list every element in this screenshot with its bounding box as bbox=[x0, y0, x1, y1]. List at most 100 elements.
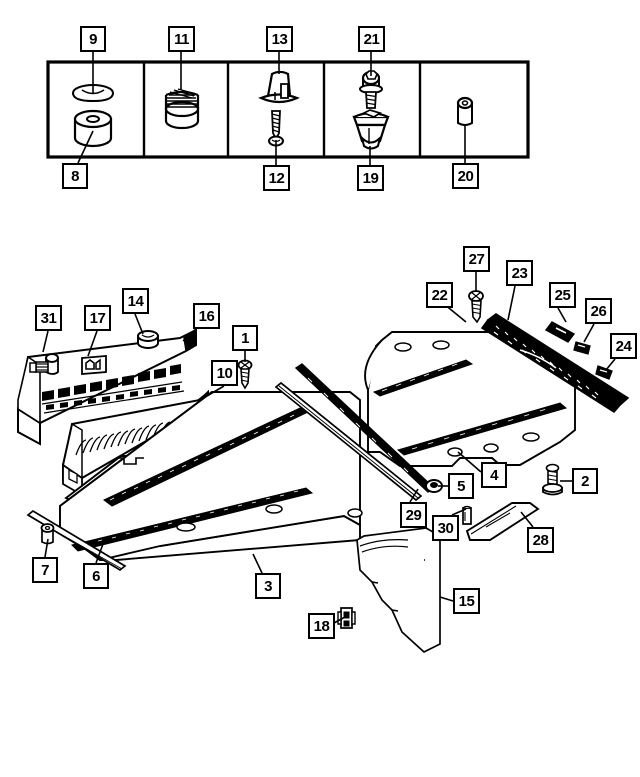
part-right-sill-molding-23 bbox=[480, 313, 630, 414]
callout-23[interactable]: 23 bbox=[506, 260, 533, 286]
callout-label: 4 bbox=[490, 466, 498, 484]
callout-label: 16 bbox=[198, 307, 215, 325]
callout-leader-25 bbox=[557, 307, 567, 323]
part-sleeve-7 bbox=[40, 523, 55, 545]
part-retainer-26 bbox=[573, 341, 591, 355]
callout-20[interactable]: 20 bbox=[452, 163, 479, 189]
callout-label: 14 bbox=[127, 292, 144, 310]
callout-21[interactable]: 21 bbox=[358, 26, 385, 52]
callout-6[interactable]: 6 bbox=[83, 563, 109, 589]
callout-label: 2 bbox=[581, 472, 589, 490]
callout-30[interactable]: 30 bbox=[432, 515, 459, 541]
callout-leader-18 bbox=[333, 616, 346, 624]
callout-4[interactable]: 4 bbox=[481, 462, 507, 488]
callout-label: 24 bbox=[615, 337, 632, 355]
callout-3[interactable]: 3 bbox=[255, 573, 281, 599]
callout-label: 29 bbox=[405, 506, 422, 524]
callout-leader-30 bbox=[451, 508, 467, 516]
part-scuff-plate-28 bbox=[465, 502, 540, 541]
callout-leader-15 bbox=[439, 596, 454, 602]
callout-label: 23 bbox=[511, 264, 528, 282]
callout-leader-4 bbox=[457, 451, 482, 473]
callout-label: 21 bbox=[363, 30, 380, 48]
callout-label: 8 bbox=[71, 167, 79, 185]
part-clip-25 bbox=[544, 321, 576, 343]
callout-29[interactable]: 29 bbox=[400, 502, 427, 528]
icon-spacer-sleeve bbox=[456, 96, 474, 126]
callout-leader-29 bbox=[409, 488, 419, 503]
callout-2[interactable]: 2 bbox=[572, 468, 598, 494]
callout-leader-7 bbox=[44, 538, 49, 558]
callout-label: 26 bbox=[590, 302, 607, 320]
callout-label: 28 bbox=[532, 531, 549, 549]
callout-leader-10 bbox=[206, 385, 225, 397]
icon-push-pin-retainer bbox=[352, 109, 390, 150]
callout-leader-16 bbox=[182, 328, 197, 342]
callout-16[interactable]: 16 bbox=[193, 303, 220, 329]
callout-5[interactable]: 5 bbox=[448, 473, 474, 499]
callout-leader-6 bbox=[95, 543, 104, 564]
callout-leader-26 bbox=[583, 323, 595, 343]
icon-cylindrical-grommet bbox=[73, 109, 113, 148]
callout-27[interactable]: 27 bbox=[463, 246, 490, 272]
callout-leader-31 bbox=[42, 330, 49, 353]
callout-label: 22 bbox=[431, 286, 448, 304]
callout-25[interactable]: 25 bbox=[549, 282, 576, 308]
callout-22[interactable]: 22 bbox=[426, 282, 453, 308]
callout-12[interactable]: 12 bbox=[263, 165, 290, 191]
part-screw-1 bbox=[237, 359, 253, 390]
callout-28[interactable]: 28 bbox=[527, 527, 554, 553]
callout-15[interactable]: 15 bbox=[453, 588, 480, 614]
callout-24[interactable]: 24 bbox=[610, 333, 637, 359]
callout-19[interactable]: 19 bbox=[357, 165, 384, 191]
callout-label: 10 bbox=[216, 364, 233, 382]
callout-label: 11 bbox=[174, 30, 189, 48]
callout-17[interactable]: 17 bbox=[84, 305, 111, 331]
callout-label: 15 bbox=[458, 592, 475, 610]
part-washer-5 bbox=[425, 479, 443, 493]
callout-leader-24 bbox=[605, 358, 616, 371]
part-bushing-30 bbox=[462, 505, 472, 525]
callout-leader-23 bbox=[507, 285, 516, 321]
callout-label: 20 bbox=[457, 167, 474, 185]
callout-leader-14 bbox=[134, 313, 144, 335]
icon-ribbed-bushing bbox=[164, 88, 200, 130]
callout-label: 18 bbox=[313, 617, 330, 635]
icon-hex-flange-bolt bbox=[359, 70, 383, 109]
callout-label: 31 bbox=[40, 309, 57, 327]
callout-26[interactable]: 26 bbox=[585, 298, 612, 324]
part-rear-sill-trim-16 bbox=[17, 328, 197, 446]
callout-label: 3 bbox=[264, 577, 272, 595]
part-trim-rail-22 bbox=[274, 381, 423, 502]
callout-31[interactable]: 31 bbox=[35, 305, 62, 331]
callout-1[interactable]: 1 bbox=[232, 325, 258, 351]
callout-label: 13 bbox=[271, 30, 288, 48]
callout-label: 5 bbox=[457, 477, 465, 495]
callout-13[interactable]: 13 bbox=[266, 26, 293, 52]
part-quarter-trim-panel-15 bbox=[356, 527, 441, 654]
callout-14[interactable]: 14 bbox=[122, 288, 149, 314]
callout-leader-3 bbox=[252, 553, 263, 574]
callout-18[interactable]: 18 bbox=[308, 613, 335, 639]
callout-10[interactable]: 10 bbox=[211, 360, 238, 386]
callout-8[interactable]: 8 bbox=[62, 163, 88, 189]
callout-11[interactable]: 11 bbox=[168, 26, 195, 52]
callout-leader-28 bbox=[520, 511, 534, 528]
callout-label: 17 bbox=[89, 309, 106, 327]
part-retainer-bracket-17 bbox=[81, 355, 107, 375]
callout-7[interactable]: 7 bbox=[32, 557, 58, 583]
callout-leader-17 bbox=[87, 330, 98, 357]
part-bolt-2 bbox=[542, 463, 563, 496]
callout-9[interactable]: 9 bbox=[80, 26, 106, 52]
callout-label: 6 bbox=[92, 567, 100, 585]
part-screw-27 bbox=[468, 290, 484, 324]
icon-tower-clip bbox=[258, 70, 300, 104]
callout-leader-8 bbox=[77, 130, 94, 164]
callout-label: 9 bbox=[89, 30, 97, 48]
callout-label: 25 bbox=[554, 286, 571, 304]
callout-label: 30 bbox=[437, 519, 454, 537]
part-flange-bolt-31 bbox=[29, 353, 59, 375]
